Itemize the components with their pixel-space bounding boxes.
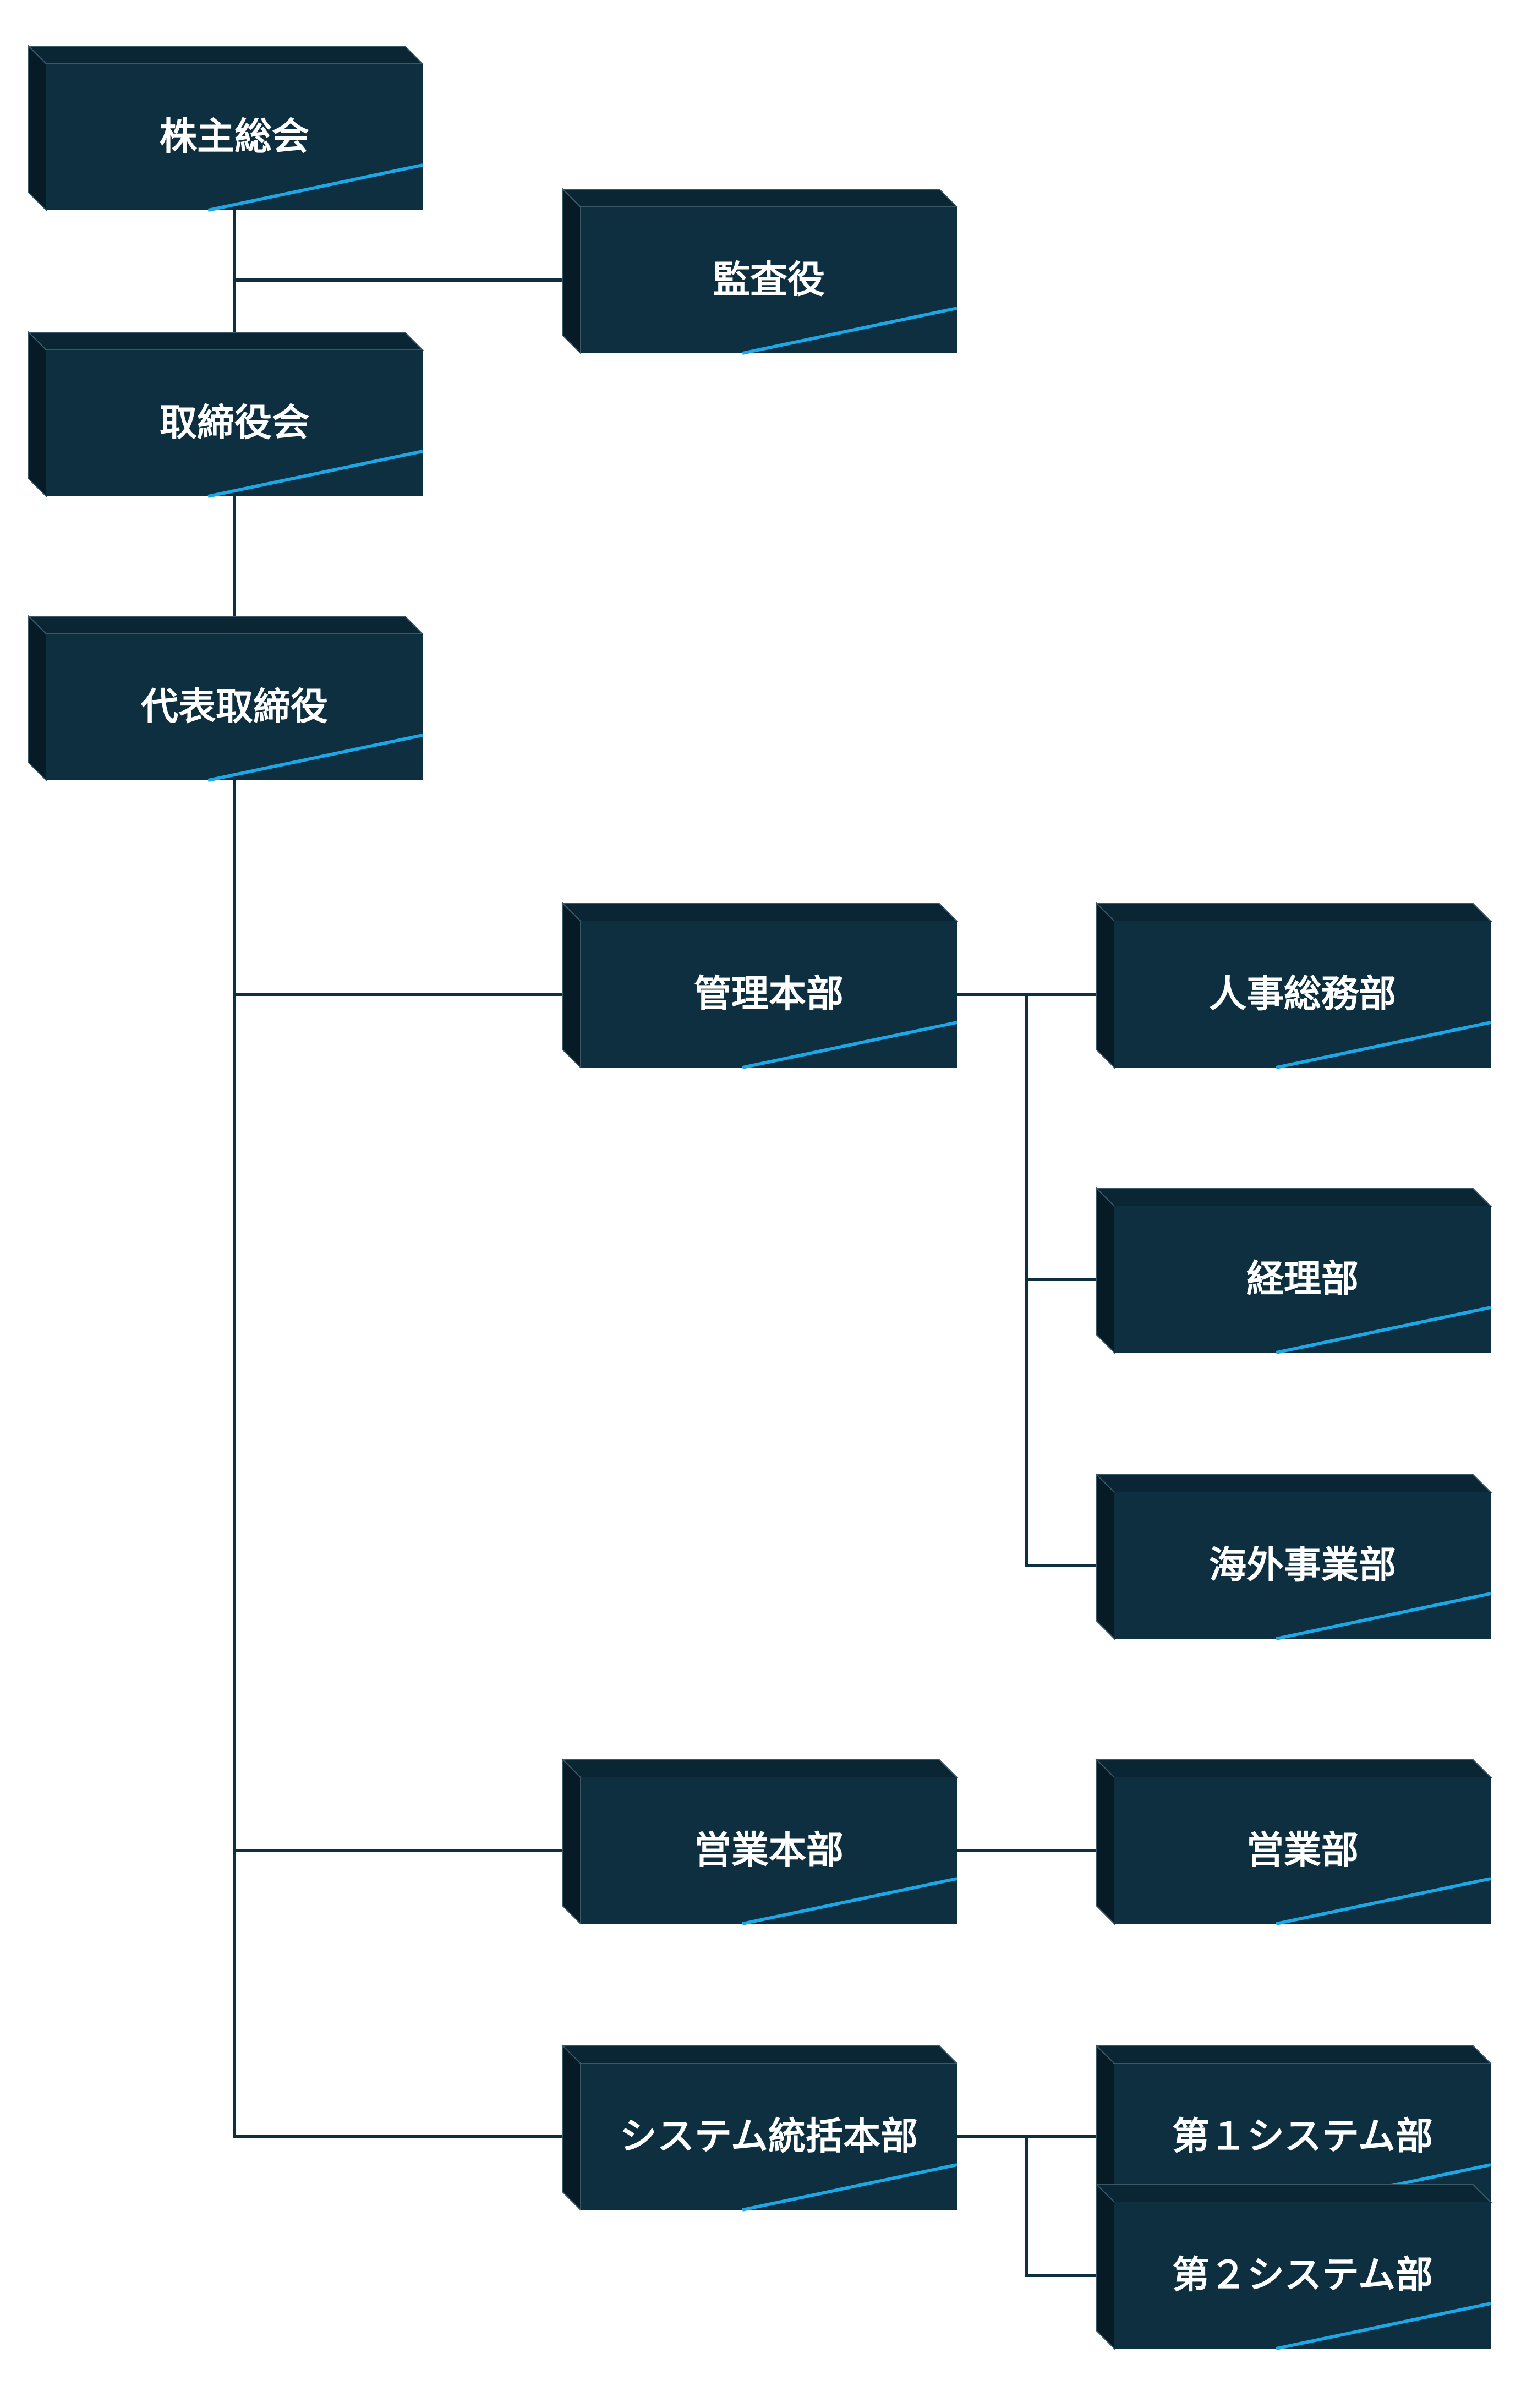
- node-auditor: 監査役: [561, 188, 959, 355]
- node-front-face: [1114, 1492, 1491, 1639]
- node-accent-stripe: [1276, 1306, 1491, 1354]
- node-top-face: [1095, 903, 1492, 922]
- node-label: 経理部: [1246, 1258, 1359, 1301]
- node-accent-stripe: [1276, 1877, 1491, 1925]
- node-accent-stripe: [742, 307, 958, 355]
- node-label: 監査役: [713, 259, 825, 302]
- node-label: 代表取締役: [140, 686, 328, 729]
- node-top-face: [561, 189, 959, 207]
- node-side-face: [28, 45, 47, 212]
- connectors: [233, 209, 1098, 2277]
- node-label: 株主総会: [160, 116, 309, 159]
- node-accent-stripe: [1276, 2302, 1491, 2350]
- node-label: 第２システム部: [1172, 2254, 1433, 2297]
- node-side-face: [28, 615, 47, 782]
- node-front-face: [1114, 1777, 1491, 1924]
- node-accent-stripe: [207, 450, 423, 498]
- node-accent-stripe: [1276, 1592, 1491, 1640]
- node-label: 営業部: [1246, 1829, 1359, 1873]
- node-accounting-dept: 経理部: [1095, 1187, 1492, 1354]
- node-accent-stripe: [1276, 1021, 1491, 1069]
- node-front-face: [46, 350, 423, 496]
- node-side-face: [1096, 1187, 1115, 1354]
- node-accent-stripe: [742, 1021, 958, 1069]
- node-top-face: [27, 332, 424, 351]
- node-label: 管理本部: [694, 973, 844, 1016]
- node-top-face: [1095, 1759, 1492, 1778]
- node-side-face: [1096, 902, 1115, 1069]
- node-top-face: [561, 903, 959, 922]
- node-side-face: [1096, 1473, 1115, 1640]
- node-accent-stripe: [207, 734, 423, 782]
- node-label: 第１システム部: [1172, 2115, 1433, 2159]
- node-side-face: [562, 2044, 581, 2212]
- node-second-system-dept: 第２システム部: [1095, 2183, 1492, 2350]
- node-label: 海外事業部: [1209, 1544, 1396, 1588]
- node-hr-general-affairs-dept: 人事総務部: [1095, 902, 1492, 1069]
- node-top-face: [1095, 1188, 1492, 1207]
- node-system-integration-headquarters: システム統括本部: [561, 2044, 959, 2212]
- node-side-face: [1096, 2183, 1115, 2350]
- node-label: 営業本部: [694, 1829, 844, 1873]
- node-top-face: [27, 46, 424, 64]
- node-overseas-business-dept: 海外事業部: [1095, 1473, 1492, 1640]
- node-label: 人事総務部: [1209, 973, 1396, 1016]
- node-top-face: [561, 2045, 959, 2064]
- node-top-face: [561, 1759, 959, 1778]
- node-accent-stripe: [742, 2163, 958, 2212]
- node-front-face: [46, 64, 423, 210]
- node-front-face: [581, 2064, 957, 2210]
- node-front-face: [46, 634, 423, 780]
- node-accent-stripe: [742, 1877, 958, 1925]
- node-representative-director: 代表取締役: [27, 615, 424, 782]
- node-sales-headquarters: 営業本部: [561, 1758, 959, 1925]
- node-top-face: [27, 616, 424, 634]
- node-administration-headquarters: 管理本部: [561, 902, 959, 1069]
- node-front-face: [1114, 1206, 1491, 1353]
- node-board-of-directors: 取締役会: [27, 331, 424, 498]
- node-side-face: [562, 902, 581, 1069]
- node-front-face: [1114, 921, 1491, 1068]
- node-accent-stripe: [207, 163, 423, 212]
- node-side-face: [562, 188, 581, 355]
- node-top-face: [1095, 2184, 1492, 2203]
- node-top-face: [1095, 1474, 1492, 1493]
- node-side-face: [562, 1758, 581, 1925]
- node-front-face: [1114, 2202, 1491, 2349]
- node-sales-dept: 営業部: [1095, 1758, 1492, 1925]
- node-front-face: [581, 207, 957, 353]
- node-label: システム統括本部: [620, 2115, 918, 2159]
- node-front-face: [581, 1777, 957, 1924]
- node-label: 取締役会: [160, 402, 309, 445]
- node-side-face: [28, 331, 47, 498]
- node-side-face: [1096, 1758, 1115, 1925]
- node-top-face: [1095, 2045, 1492, 2064]
- node-front-face: [581, 921, 957, 1068]
- node-shareholders-meeting: 株主総会: [27, 45, 424, 212]
